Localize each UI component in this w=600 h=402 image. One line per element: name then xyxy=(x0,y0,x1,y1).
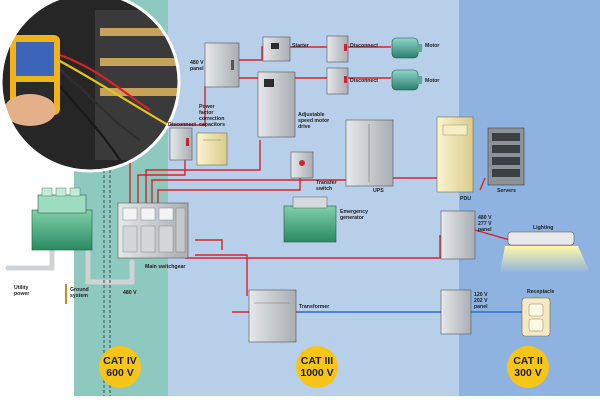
disconnect-top xyxy=(326,35,349,63)
panel-120-202v xyxy=(440,289,472,335)
label-line: Receptacle xyxy=(527,289,555,295)
label-line: Adjustable xyxy=(298,112,325,118)
label-line: speed motor xyxy=(298,118,329,124)
servers xyxy=(487,127,525,186)
label-line: capacitors xyxy=(199,122,225,128)
label-line: Motor xyxy=(425,78,439,84)
switchgear-label: Main switchgear xyxy=(145,264,185,270)
motor-mid-label: Motor xyxy=(425,78,439,84)
label-line: Utility xyxy=(14,285,29,291)
transfer-switch xyxy=(290,151,314,179)
badge-cat3-line1: CAT III xyxy=(301,355,334,367)
power-factor-capacitors xyxy=(196,132,228,166)
label-line: Lighting xyxy=(533,225,553,231)
lighting-label: Lighting xyxy=(533,225,553,231)
label-line: Ground xyxy=(70,287,89,293)
badge-cat2-line2: 300 V xyxy=(514,367,541,379)
hand xyxy=(4,94,56,126)
badge-cat4-line2: 600 V xyxy=(106,367,133,379)
pdu xyxy=(436,116,474,193)
adjustable-speed-drive xyxy=(257,71,296,138)
panel-480v xyxy=(204,42,240,88)
label-line: 202 V xyxy=(474,298,488,304)
analyzer-screen xyxy=(16,42,54,76)
label-line: Motor xyxy=(425,43,439,49)
pdu-label: PDU xyxy=(460,196,471,202)
receptacle xyxy=(521,297,551,337)
label-line: panel xyxy=(474,304,488,310)
badge-cat4-line1: CAT IV xyxy=(103,355,137,367)
label-line: panel xyxy=(478,227,492,233)
label-line: Power xyxy=(199,104,215,110)
motor-mid xyxy=(391,69,422,91)
label-line: system xyxy=(70,293,88,299)
disconnect-left-label: Disconnect xyxy=(168,122,196,128)
motor-top xyxy=(391,37,422,59)
badge-cat2-line1: CAT II xyxy=(513,355,543,367)
servers-label: Servers xyxy=(497,188,516,194)
starter-label: Starter xyxy=(292,43,309,49)
label-line: Servers xyxy=(497,188,516,194)
ups xyxy=(345,119,394,187)
label-line: factor xyxy=(199,110,213,116)
label-line: generator xyxy=(340,215,364,221)
label-line: 480 V xyxy=(190,60,204,66)
zone-cat2 xyxy=(459,0,600,402)
label-line: Disconnect xyxy=(350,43,378,49)
badge-cat3-line2: 1000 V xyxy=(300,367,333,379)
transformer-lower xyxy=(248,289,297,343)
lighting-fixture xyxy=(500,231,590,273)
badge-cat3: CAT III 1000 V xyxy=(296,346,338,388)
service-voltage-label: 480 V xyxy=(123,290,137,296)
badge-cat2: CAT II 300 V xyxy=(507,346,549,388)
label-line: Transformer xyxy=(299,304,329,310)
label-line: Main switchgear xyxy=(145,264,185,270)
bottom-strip xyxy=(0,396,600,402)
label-line: 277 V xyxy=(478,221,492,227)
disconnect-left xyxy=(169,127,193,161)
label-line: 120 V xyxy=(474,292,488,298)
label-line: 480 V xyxy=(123,290,137,296)
label-line: Disconnect xyxy=(350,78,378,84)
label-line: PDU xyxy=(460,196,471,202)
main-switchgear xyxy=(117,202,189,259)
label-line: Starter xyxy=(292,43,309,49)
label-line: power xyxy=(14,291,29,297)
motor-top-label: Motor xyxy=(425,43,439,49)
terminal-block-bars xyxy=(100,28,179,96)
disconnect-mid-label: Disconnect xyxy=(350,78,378,84)
badge-cat4: CAT IV 600 V xyxy=(99,346,141,388)
label-line: Transfer xyxy=(316,180,336,186)
utility-transformer xyxy=(31,187,93,251)
label-line: panel xyxy=(190,66,204,72)
disconnect-mid xyxy=(326,67,349,95)
label-line: switch xyxy=(316,186,332,192)
label-line: UPS xyxy=(373,188,384,194)
inset-photo-power-analyzer xyxy=(0,0,181,173)
label-line: correction xyxy=(199,116,224,122)
label-line: Emergency xyxy=(340,209,368,215)
label-line: 480 V xyxy=(478,215,492,221)
ups-label: UPS xyxy=(373,188,384,194)
label-line: drive xyxy=(298,124,311,130)
starter xyxy=(262,36,291,62)
receptacle-label: Receptacle xyxy=(527,289,555,295)
emergency-generator xyxy=(283,196,337,243)
panel-480-277v xyxy=(440,210,476,260)
label-line: Disconnect xyxy=(168,122,196,128)
disconnect-top-label: Disconnect xyxy=(350,43,378,49)
transformer-label: Transformer xyxy=(299,304,329,310)
